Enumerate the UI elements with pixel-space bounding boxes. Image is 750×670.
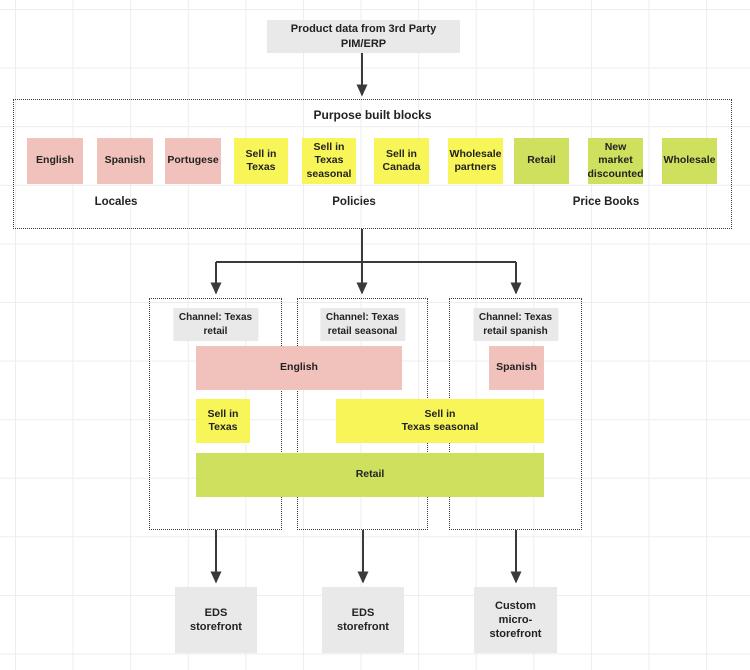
bar-sell-in-texas-seasonal[interactable]: Sell in Texas seasonal xyxy=(336,399,544,443)
channel-title-texas-retail-seasonal: Channel: Texas retail seasonal xyxy=(319,308,406,341)
block-spanish[interactable]: Spanish xyxy=(97,138,153,184)
storefront-label: Custom micro- storefront xyxy=(489,599,542,641)
bar-retail[interactable]: Retail xyxy=(196,453,544,497)
bar-spanish[interactable]: Spanish xyxy=(489,346,544,390)
bar-label: Sell in Texas xyxy=(207,407,239,433)
group-label-price-books: Price Books xyxy=(572,196,640,208)
block-label: Retail xyxy=(527,154,556,167)
block-english[interactable]: English xyxy=(27,138,83,184)
block-label: Sell in Texas xyxy=(245,147,277,173)
block-label: Portugese xyxy=(167,154,219,167)
block-wholesale-partners[interactable]: Wholesale partners xyxy=(448,138,503,184)
bar-label: English xyxy=(280,361,318,374)
bar-sell-in-texas[interactable]: Sell in Texas xyxy=(196,399,250,443)
storefront-label: EDS storefront xyxy=(190,606,242,633)
storefront-eds-1[interactable]: EDS storefront xyxy=(175,587,257,653)
block-label: English xyxy=(36,154,74,167)
group-label-policies: Policies xyxy=(332,196,376,208)
block-portugese[interactable]: Portugese xyxy=(165,138,221,184)
storefront-custom-micro[interactable]: Custom micro- storefront xyxy=(474,587,557,653)
channel-title-texas-retail: Channel: Texas retail xyxy=(172,308,259,341)
source-node[interactable]: Product data from 3rd Party PIM/ERP xyxy=(267,20,460,53)
group-label-locales: Locales xyxy=(94,196,138,208)
block-label: New market discounted xyxy=(587,140,644,180)
channel-box-texas-retail[interactable] xyxy=(149,298,282,530)
purpose-built-group[interactable]: Purpose built blocks English Spanish Por… xyxy=(13,99,732,229)
block-sell-in-texas[interactable]: Sell in Texas xyxy=(234,138,288,184)
block-label: Sell in Canada xyxy=(382,147,421,173)
block-retail[interactable]: Retail xyxy=(514,138,569,184)
block-wholesale[interactable]: Wholesale xyxy=(662,138,717,184)
block-label: Wholesale xyxy=(663,154,716,167)
block-new-market-discounted[interactable]: New market discounted xyxy=(587,138,644,184)
storefront-label: EDS storefront xyxy=(337,606,389,633)
purpose-built-title: Purpose built blocks xyxy=(313,108,432,122)
block-sell-in-texas-seasonal[interactable]: Sell in Texas seasonal xyxy=(302,138,356,184)
storefront-eds-2[interactable]: EDS storefront xyxy=(322,587,404,653)
bar-label: Retail xyxy=(355,468,385,481)
channel-title-texas-retail-spanish: Channel: Texas retail spanish xyxy=(472,308,559,341)
block-label: Spanish xyxy=(104,154,146,167)
block-sell-in-canada[interactable]: Sell in Canada xyxy=(374,138,429,184)
bar-label: Sell in Texas seasonal xyxy=(401,407,479,433)
bar-english[interactable]: English xyxy=(196,346,402,390)
block-label: Wholesale partners xyxy=(449,147,502,173)
block-label: Sell in Texas seasonal xyxy=(306,140,352,180)
source-label: Product data from 3rd Party PIM/ERP xyxy=(290,23,437,50)
bar-label: Spanish xyxy=(496,361,537,374)
